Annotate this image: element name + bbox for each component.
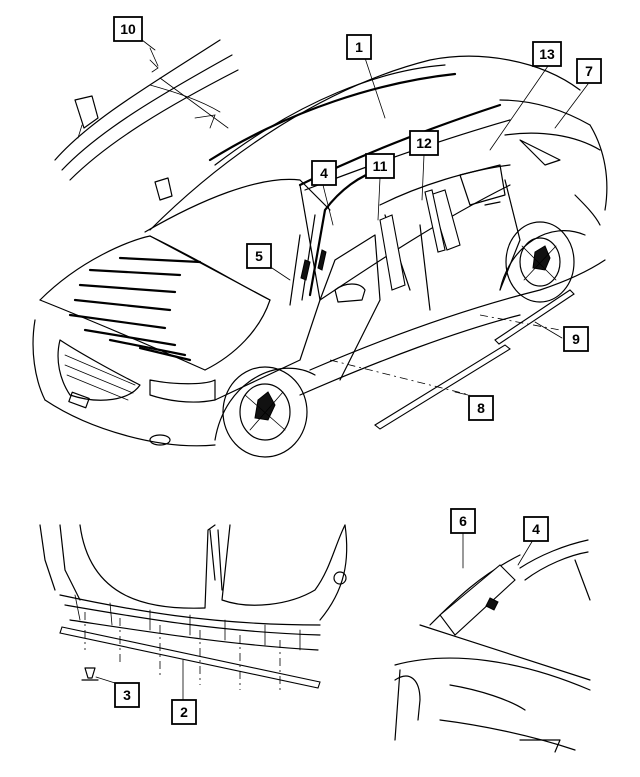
callout-label: 4 xyxy=(320,165,328,181)
callout-5: 5 xyxy=(246,243,272,269)
car-main-view xyxy=(32,55,608,458)
rear-window-inset xyxy=(394,539,591,753)
callout-label: 11 xyxy=(373,158,388,174)
callout-8: 8 xyxy=(468,395,494,421)
callout-1: 1 xyxy=(346,34,372,60)
callout-6: 6 xyxy=(450,508,476,534)
callout-10: 10 xyxy=(113,16,143,42)
callout-3: 3 xyxy=(114,682,140,708)
callout-label: 13 xyxy=(539,46,555,62)
callout-label: 1 xyxy=(355,39,363,55)
callout-12: 12 xyxy=(409,130,439,156)
callout-2: 2 xyxy=(171,699,197,725)
callout-9: 9 xyxy=(563,326,589,352)
callout-label: 8 xyxy=(477,400,485,416)
callout-11: 11 xyxy=(365,153,395,179)
callout-13: 13 xyxy=(532,41,562,67)
callout-label: 5 xyxy=(255,248,263,264)
callout-label: 3 xyxy=(123,687,131,703)
callout-label: 7 xyxy=(585,63,593,79)
callout-4-rear: 4 xyxy=(523,516,549,542)
callout-7: 7 xyxy=(576,58,602,84)
callout-label: 12 xyxy=(416,135,432,151)
callout-label: 4 xyxy=(532,521,540,537)
callout-label: 6 xyxy=(459,513,467,529)
callout-label: 2 xyxy=(180,704,188,720)
rocker-panel-inset xyxy=(39,524,348,690)
windshield-inset xyxy=(54,39,239,181)
leader-lines xyxy=(95,39,589,701)
callout-4: 4 xyxy=(311,160,337,186)
callout-label: 9 xyxy=(572,331,580,347)
callout-label: 10 xyxy=(120,21,136,37)
